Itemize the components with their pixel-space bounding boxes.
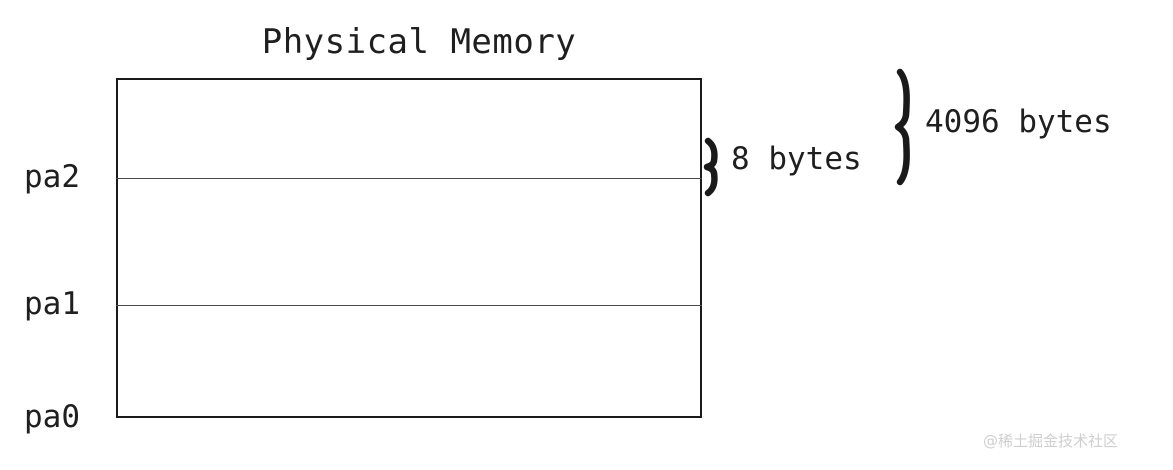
curly-brace-icon-8-bytes — [703, 137, 718, 197]
annotation-label-4096-bytes: 4096 bytes — [925, 104, 1112, 140]
page-title: Physical Memory — [261, 22, 577, 62]
watermark: @稀土掘金技术社区 — [983, 432, 1119, 450]
memory-divider-pa1 — [116, 305, 702, 306]
address-label-pa2: pa2 — [24, 159, 80, 195]
address-label-pa0: pa0 — [24, 399, 80, 435]
curly-brace-icon-4096-bytes — [894, 68, 910, 186]
memory-divider-pa2 — [116, 178, 702, 179]
address-label-pa1: pa1 — [24, 286, 80, 322]
physical-memory-box — [116, 78, 702, 418]
annotation-label-8-bytes: 8 bytes — [731, 141, 862, 177]
